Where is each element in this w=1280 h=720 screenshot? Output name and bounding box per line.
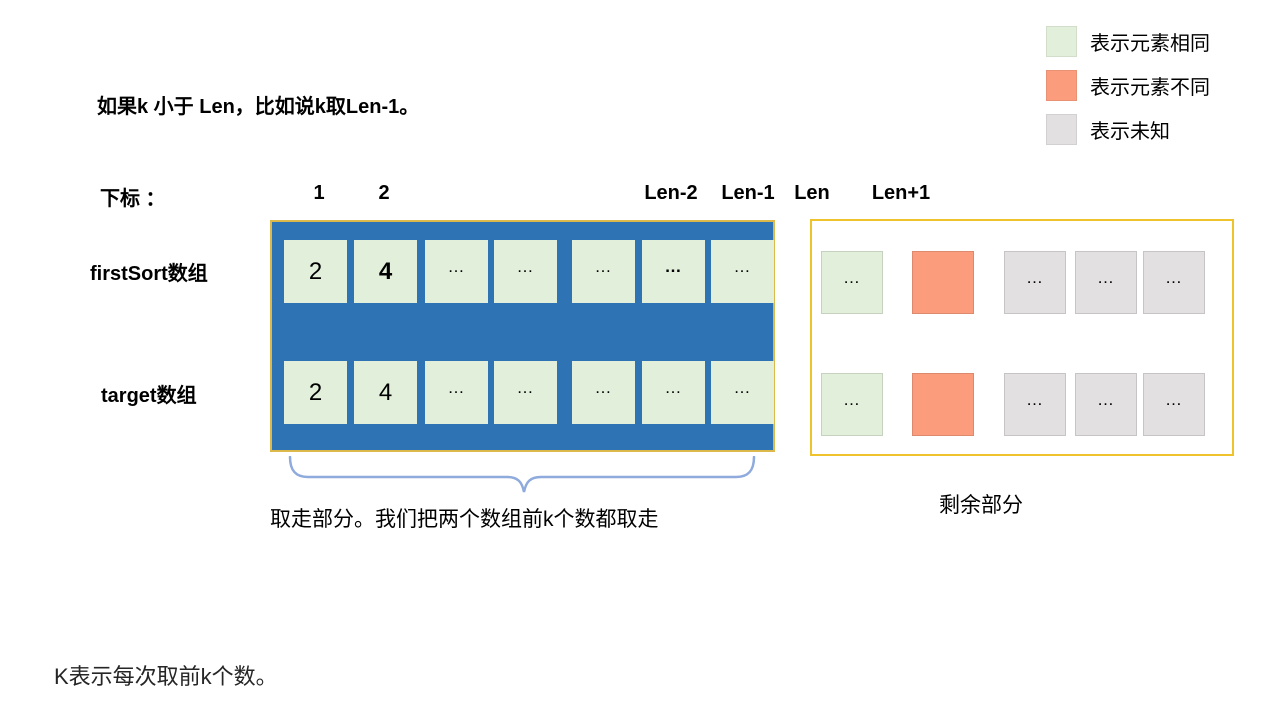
cell-value: 4 bbox=[378, 257, 393, 285]
cell-value: … bbox=[733, 378, 752, 397]
page-title: 如果k 小于 Len，比如说k取Len-1。 bbox=[97, 96, 420, 118]
array-cell: 2 bbox=[284, 361, 347, 424]
array-cell bbox=[912, 373, 974, 436]
legend-item-different: 表示元素不同 bbox=[1046, 70, 1210, 101]
brace-underline bbox=[288, 456, 756, 493]
index-tick-Len+1: Len+1 bbox=[871, 182, 931, 204]
unknown-color-swatch bbox=[1046, 114, 1077, 145]
firstsort-array-label: firstSort数组 bbox=[90, 263, 208, 285]
cell-value: … bbox=[664, 378, 683, 397]
array-cell: … bbox=[711, 361, 774, 424]
remaining-caption: 剩余部分 bbox=[939, 494, 1023, 517]
array-cell: … bbox=[1075, 251, 1137, 314]
cell-value: … bbox=[843, 268, 861, 287]
taken-region: 2 4 … … … … … 2 4 … … … … … bbox=[270, 220, 775, 452]
cell-value: … bbox=[516, 257, 535, 276]
different-color-swatch bbox=[1046, 70, 1077, 101]
cell-value: … bbox=[733, 257, 752, 276]
legend-item-same: 表示元素相同 bbox=[1046, 26, 1210, 57]
array-cell: … bbox=[821, 373, 883, 436]
array-cell: … bbox=[642, 361, 705, 424]
cell-value: … bbox=[1026, 268, 1044, 287]
cell-value: … bbox=[843, 390, 861, 409]
cell-value: … bbox=[594, 257, 613, 276]
array-cell: … bbox=[425, 240, 488, 303]
array-cell: … bbox=[1075, 373, 1137, 436]
array-cell: … bbox=[1143, 251, 1205, 314]
cell-value: … bbox=[664, 257, 683, 276]
array-cell: 4 bbox=[354, 240, 417, 303]
cell-value: 4 bbox=[378, 378, 393, 406]
array-cell: … bbox=[494, 361, 557, 424]
index-tick-2: 2 bbox=[378, 182, 390, 204]
array-cell: 2 bbox=[284, 240, 347, 303]
array-cell: … bbox=[494, 240, 557, 303]
array-cell: … bbox=[425, 361, 488, 424]
cell-value: … bbox=[594, 378, 613, 397]
cell-value: … bbox=[1026, 390, 1044, 409]
array-cell: … bbox=[642, 240, 705, 303]
legend-label: 表示元素相同 bbox=[1090, 33, 1210, 55]
index-tick-Len: Len bbox=[794, 182, 830, 204]
cell-value: … bbox=[1165, 390, 1183, 409]
cell-value: … bbox=[516, 378, 535, 397]
array-cell: … bbox=[1004, 251, 1066, 314]
cell-value: … bbox=[1097, 268, 1115, 287]
cell-value: … bbox=[447, 257, 466, 276]
array-cell: 4 bbox=[354, 361, 417, 424]
legend-item-unknown: 表示未知 bbox=[1046, 114, 1210, 145]
array-cell: … bbox=[711, 240, 774, 303]
index-tick-Len-1: Len-1 bbox=[721, 182, 775, 204]
legend-label: 表示元素不同 bbox=[1090, 77, 1210, 99]
index-tick-1: 1 bbox=[313, 182, 325, 204]
cell-value: 2 bbox=[308, 257, 323, 285]
array-cell: … bbox=[1004, 373, 1066, 436]
array-cell bbox=[912, 251, 974, 314]
array-cell: … bbox=[821, 251, 883, 314]
index-tick-Len-2: Len-2 bbox=[644, 182, 698, 204]
same-color-swatch bbox=[1046, 26, 1077, 57]
legend: 表示元素相同表示元素不同表示未知 bbox=[1046, 26, 1210, 145]
remaining-region: … … … … … … … … bbox=[810, 219, 1234, 456]
taken-caption: 取走部分。我们把两个数组前k个数都取走 bbox=[270, 508, 659, 531]
cell-value: 2 bbox=[308, 378, 323, 406]
index-row-label: 下标 ： bbox=[100, 188, 166, 210]
array-cell: … bbox=[572, 240, 635, 303]
legend-label: 表示未知 bbox=[1090, 121, 1170, 143]
array-cell: … bbox=[1143, 373, 1205, 436]
footer-note: K表示每次取前k个数。 bbox=[54, 664, 278, 689]
cell-value: … bbox=[1097, 390, 1115, 409]
cell-value: … bbox=[447, 378, 466, 397]
array-cell: … bbox=[572, 361, 635, 424]
cell-value: … bbox=[1165, 268, 1183, 287]
target-array-label: target数组 bbox=[101, 385, 197, 407]
